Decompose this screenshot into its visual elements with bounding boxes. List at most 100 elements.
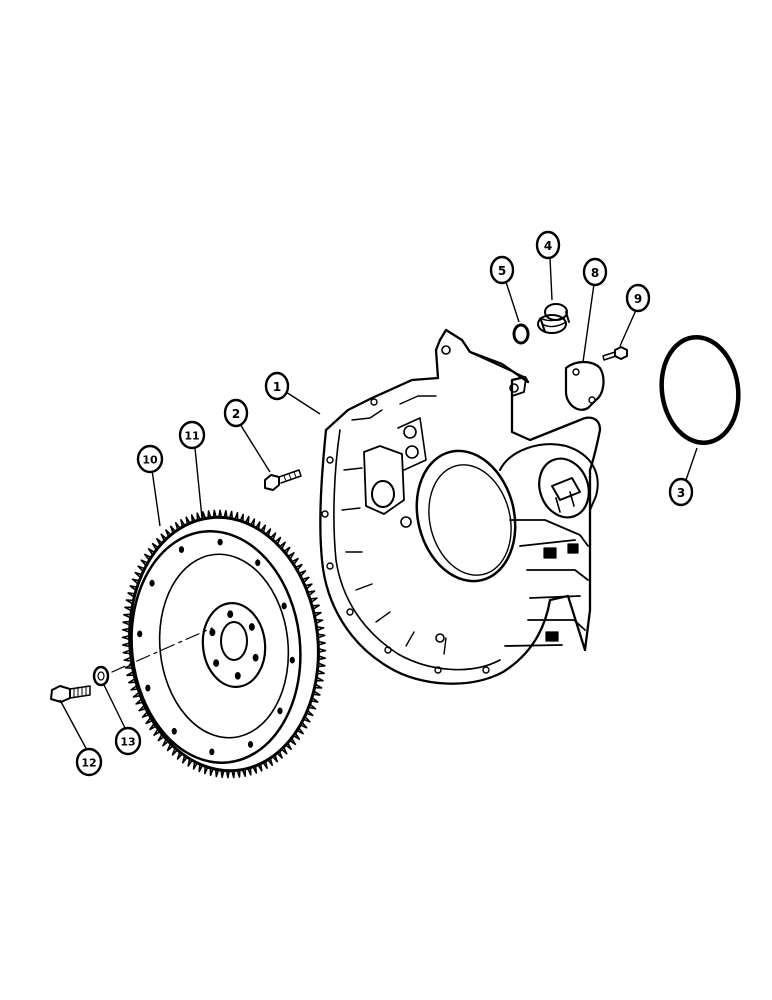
gear-tooth (121, 627, 131, 633)
gear-tooth (316, 669, 325, 675)
gear-tooth (299, 721, 308, 729)
gear-tooth (244, 515, 250, 525)
gear-tooth (181, 754, 188, 764)
gear-tooth (156, 537, 164, 547)
flywheel-washer (92, 665, 110, 687)
gear-tooth (257, 762, 263, 772)
flywheel-inner-ring (158, 553, 290, 739)
gear-tooth (145, 716, 154, 725)
callout-4-label: 4 (544, 239, 552, 253)
gear-tooth (128, 677, 137, 684)
hub-bolt-hole (234, 671, 241, 680)
assembly-centerline (111, 627, 213, 673)
gear-tooth (225, 769, 231, 779)
gear-tooth (314, 619, 324, 625)
gear-tooth (123, 613, 132, 619)
gear-tooth (262, 760, 268, 769)
gear-tooth (247, 766, 252, 776)
gear-tooth (192, 760, 199, 770)
gear-tooth (201, 511, 207, 520)
gear-tooth (169, 525, 177, 534)
cover-screw (602, 346, 628, 361)
leader-lines (59, 257, 698, 753)
gear-tooth (165, 529, 172, 538)
callout-4: 4 (535, 230, 561, 260)
flywheel-bolt-hole (277, 707, 283, 715)
gear-tooth (209, 767, 214, 777)
callout-12: 12 (75, 747, 103, 777)
callout-9-label: 9 (634, 292, 642, 306)
gear-tooth (255, 521, 261, 530)
gear-tooth (280, 746, 288, 755)
gear-tooth (252, 765, 258, 774)
gear-tooth (231, 769, 236, 779)
gear-tooth (214, 768, 220, 778)
flywheel-bolt-hole (145, 684, 151, 692)
ring-gear-teeth (121, 509, 327, 779)
gear-tooth (315, 676, 324, 682)
gear-tooth (129, 585, 138, 592)
gear-tooth (306, 590, 316, 597)
gear-tooth (265, 528, 272, 537)
gear-tooth (249, 518, 256, 528)
callout-12-label: 12 (81, 757, 96, 770)
callout-10-label: 10 (142, 454, 158, 467)
gear-tooth (271, 754, 279, 763)
flywheel-bolt-hole (247, 741, 254, 748)
callout-3-label: 3 (677, 486, 685, 500)
threaded-plug (537, 303, 570, 334)
gear-tooth (130, 684, 139, 691)
gear-tooth (127, 592, 136, 598)
gear-tooth (239, 513, 244, 523)
callout-2: 2 (223, 398, 249, 428)
callout-11-label: 11 (184, 430, 199, 443)
gear-tooth (317, 655, 327, 661)
callout-3: 3 (668, 477, 694, 507)
gear-tooth (204, 765, 209, 775)
gear-tooth (212, 509, 217, 519)
gear-tooth (135, 698, 144, 705)
gear-tooth (125, 599, 135, 605)
gear-tooth (122, 649, 132, 655)
callout-5: 5 (489, 255, 515, 285)
gear-tooth (305, 709, 314, 717)
gear-tooth (134, 571, 143, 579)
gear-tooth (309, 597, 318, 604)
gear-tooth (132, 691, 142, 698)
gear-tooth (284, 741, 292, 751)
gear-tooth (296, 726, 304, 735)
gear-tooth (176, 751, 183, 760)
gear-tooth (276, 750, 283, 759)
gear-tooth (316, 662, 326, 668)
gear-tooth (236, 769, 241, 778)
gear-tooth (124, 663, 134, 669)
gear-tooth (190, 514, 196, 523)
flywheel-bolt-hole (281, 602, 287, 610)
hub-bolt-holes (209, 610, 259, 680)
gear-tooth (278, 541, 286, 550)
gear-tooth (131, 578, 141, 585)
gear-tooth (223, 509, 228, 519)
gear-tooth (153, 728, 161, 736)
gear-tooth (313, 683, 323, 689)
gear-tooth (274, 536, 282, 546)
gear-tooth (260, 524, 267, 534)
gear-tooth (157, 733, 165, 742)
sealing-washer (512, 323, 530, 345)
gear-tooth (302, 715, 311, 723)
gear-tooth (151, 542, 160, 551)
flywheel-hub (201, 602, 267, 688)
flywheel-bolt-hole (171, 727, 177, 735)
callout-8-label: 8 (591, 266, 599, 280)
callout-11: 11 (178, 420, 206, 450)
gear-tooth (137, 565, 146, 573)
gear-tooth (312, 690, 321, 696)
flywheel-bolt-hole (209, 748, 215, 756)
gear-tooth (207, 510, 212, 519)
gear-tooth (185, 516, 191, 526)
flywheel-bolt-hole (255, 559, 261, 567)
flywheel-hub-bore (220, 621, 248, 661)
callout-13: 13 (114, 726, 142, 756)
gear-tooth (160, 533, 168, 542)
gear-tooth (311, 604, 320, 611)
